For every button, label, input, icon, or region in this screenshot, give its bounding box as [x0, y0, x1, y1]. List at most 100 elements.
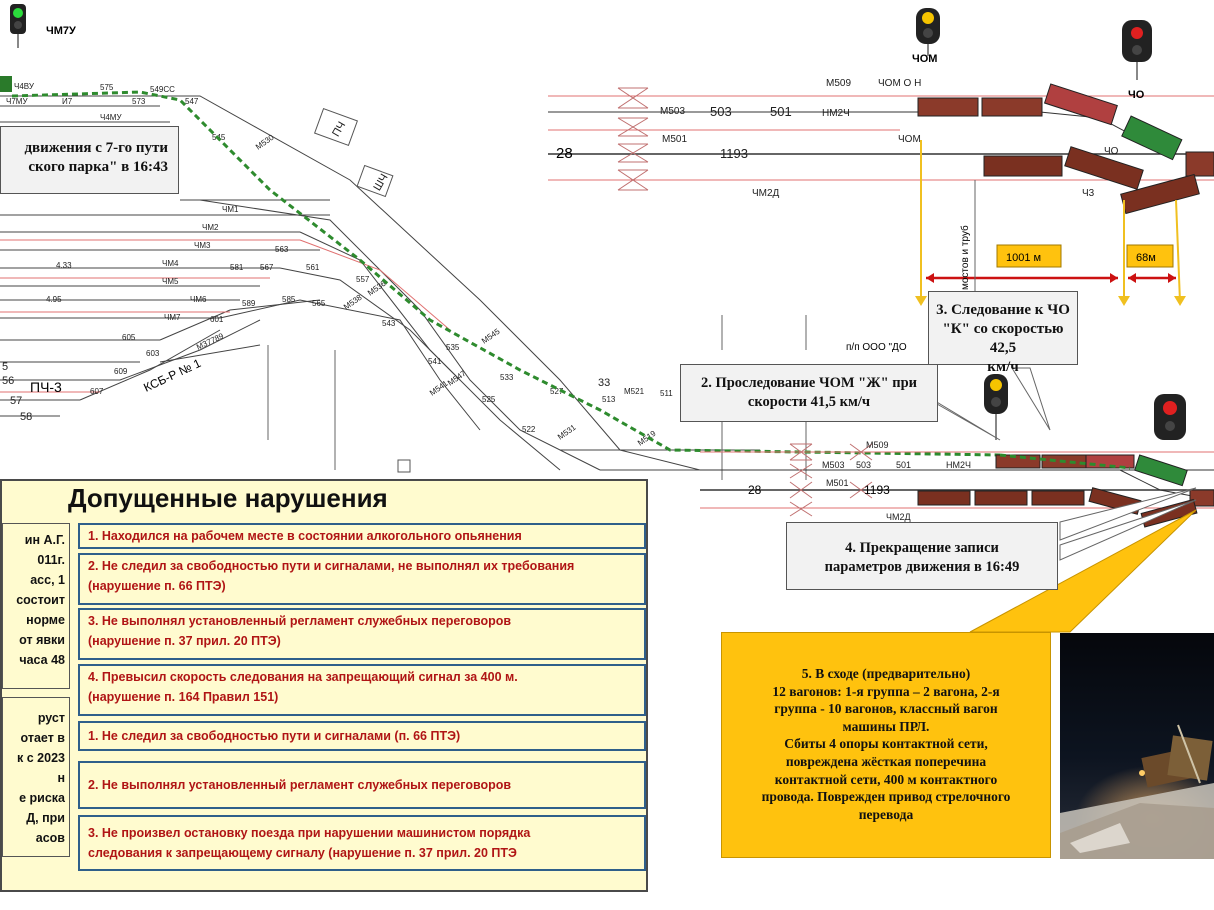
violation-driver-3: 3. Не выполнял установленный регламент с… [78, 608, 646, 660]
label-pch3: ПЧ-3 [30, 379, 62, 395]
driver-info-line: от явки [19, 633, 65, 647]
label-ksb: КСБ-Р № 1 [141, 356, 203, 395]
violation-assistant-1: 1. Не следил за свободностью пути и сигн… [78, 721, 646, 751]
label-607: 607 [90, 387, 104, 396]
label-ch7m: ЧМ7 [164, 313, 181, 322]
assistant-info-line: к с 2023 [17, 751, 65, 765]
arrow-head-1 [915, 296, 927, 306]
callout-approach-line2: "К" со скоростью 42,5 [942, 321, 1064, 356]
assistant-info-line: н [57, 771, 65, 785]
callout-approach-cho: 3. Следование к ЧО "К" со скоростью 42,5… [928, 291, 1078, 375]
label-i7: И7 [62, 97, 73, 106]
locomotive-left [0, 76, 12, 92]
violation-text: (нарушение п. 37 прил. 20 ПТЭ) [88, 634, 281, 648]
arrow-head-2 [1118, 296, 1130, 306]
label-28: 28 [556, 145, 573, 162]
driver-info-panel: ин А.Г. 011г. асс, 1 состоит норме от яв… [2, 523, 70, 689]
callout-approach-line3: км/ч [987, 359, 1019, 375]
label-5: 5 [2, 361, 8, 373]
label-609: 609 [114, 367, 128, 376]
derail-line: 12 вагонов: 1-я группа – 2 вагона, 2-я [772, 683, 1000, 699]
label-501: 501 [770, 104, 792, 119]
callout-recording-line1: 4. Прекращение записи [845, 540, 999, 556]
callout-departure-line1: движения с 7-го пути [24, 140, 168, 156]
label-ch4mu: Ч4МУ [100, 113, 122, 122]
label-57: 57 [10, 395, 22, 407]
label-601: 601 [210, 315, 224, 324]
label-33: 33 [598, 377, 610, 389]
violation-text: 2. Не следил за свободностью пути и сигн… [88, 559, 575, 573]
signal-label-chm7u: ЧМ7У [46, 25, 76, 37]
wagons-bottom [917, 454, 1214, 528]
bot-label-m501: М501 [826, 478, 849, 488]
left-yard-red-tracks [0, 239, 451, 393]
top-right-labels: М509 М503 М501 НМ2Ч ЧОМ О Н ЧОМ ЧО Ч3 ЧМ… [660, 78, 1119, 199]
violation-text: 4. Превысил скорость следования на запре… [88, 670, 518, 684]
catenary-supports-bottom [789, 443, 873, 517]
assistant-info-line: отает в [20, 731, 65, 745]
catenary-supports-top [617, 87, 649, 191]
label-nm2ch: НМ2Ч [822, 108, 850, 119]
label-ch2m: ЧМ2 [202, 223, 219, 232]
label-535: 535 [446, 343, 460, 352]
label-m521: М521 [624, 387, 645, 396]
pch-building [313, 107, 359, 147]
label-541: 541 [428, 357, 442, 366]
label-557: 557 [356, 275, 370, 284]
driver-info-line: норме [26, 613, 65, 627]
signal-chm7u [10, 4, 26, 48]
signal-chom-top [916, 8, 940, 56]
label-522: 522 [522, 425, 536, 434]
signal-cho-top [1122, 20, 1152, 80]
violation-driver-4: 4. Превысил скорость следования на запре… [78, 664, 646, 716]
label-ch4vu: Ч4ВУ [14, 82, 35, 91]
callout-passing-chom: 2. Проследование ЧОМ "Ж" при скорости 41… [680, 364, 938, 422]
red-arrow-left [926, 273, 934, 283]
label-565: 565 [312, 299, 326, 308]
violation-text: 1. Находился на рабочем месте в состояни… [88, 529, 522, 543]
label-m503: М503 [660, 106, 685, 117]
label-58: 58 [20, 411, 32, 423]
wagons-top [917, 83, 1214, 215]
train-route [11, 90, 1001, 457]
label-433: 4.33 [56, 261, 72, 270]
label-525: 525 [482, 395, 496, 404]
label-ch4m: ЧМ4 [162, 259, 179, 268]
bot-label-1193: 1193 [864, 483, 890, 497]
label-575: 575 [100, 83, 114, 92]
callout-passing-line2: скорости 41,5 км/ч [747, 394, 871, 410]
violation-driver-2: 2. Не следил за свободностью пути и сигн… [78, 553, 646, 605]
derail-line: группа - 10 вагонов, классный вагон [774, 701, 998, 717]
label-573: 573 [132, 97, 146, 106]
assistant-info-line: руст [37, 711, 65, 725]
callout-recording-stop: 4. Прекращение записи параметров движени… [786, 522, 1058, 590]
label-589: 589 [242, 299, 256, 308]
label-56: 56 [2, 375, 14, 387]
label-ch6m: ЧМ6 [190, 295, 207, 304]
label-chom-oh: ЧОМ О Н [878, 78, 921, 89]
violation-text: (нарушение п. 164 Правил 151) [88, 690, 279, 704]
assistant-info-line: е риска [19, 791, 65, 805]
violation-text: 2. Не выполнял установленный регламент с… [88, 778, 512, 792]
label-533: 533 [500, 373, 514, 382]
arrow-head-3 [1174, 296, 1186, 306]
bot-label-501: 501 [896, 460, 911, 470]
label-m509: М509 [826, 78, 851, 89]
label-ch3m: ЧМ3 [194, 241, 211, 250]
label-547: 547 [185, 97, 199, 106]
violation-text: 1. Не следил за свободностью пути и сигн… [88, 729, 461, 743]
label-1193: 1193 [720, 146, 748, 161]
label-543: 543 [382, 319, 396, 328]
label-ch1m: ЧМ1 [222, 205, 239, 214]
label-mosty: мостов и труб [959, 225, 971, 290]
small-box [397, 459, 411, 473]
red-arrow-68-left [1128, 273, 1136, 283]
dist-label-1001: 1001 м [1006, 252, 1041, 264]
assistant-info-line: асов [35, 831, 65, 845]
driver-info-line: часа 48 [19, 653, 65, 667]
signal-cho-bottom [1154, 394, 1186, 440]
derail-line: Сбиты 4 опоры контактной сети, [784, 736, 988, 752]
violation-driver-1: 1. Находился на рабочем месте в состояни… [78, 523, 646, 549]
signal-label-chom-top: ЧОМ [912, 53, 937, 65]
